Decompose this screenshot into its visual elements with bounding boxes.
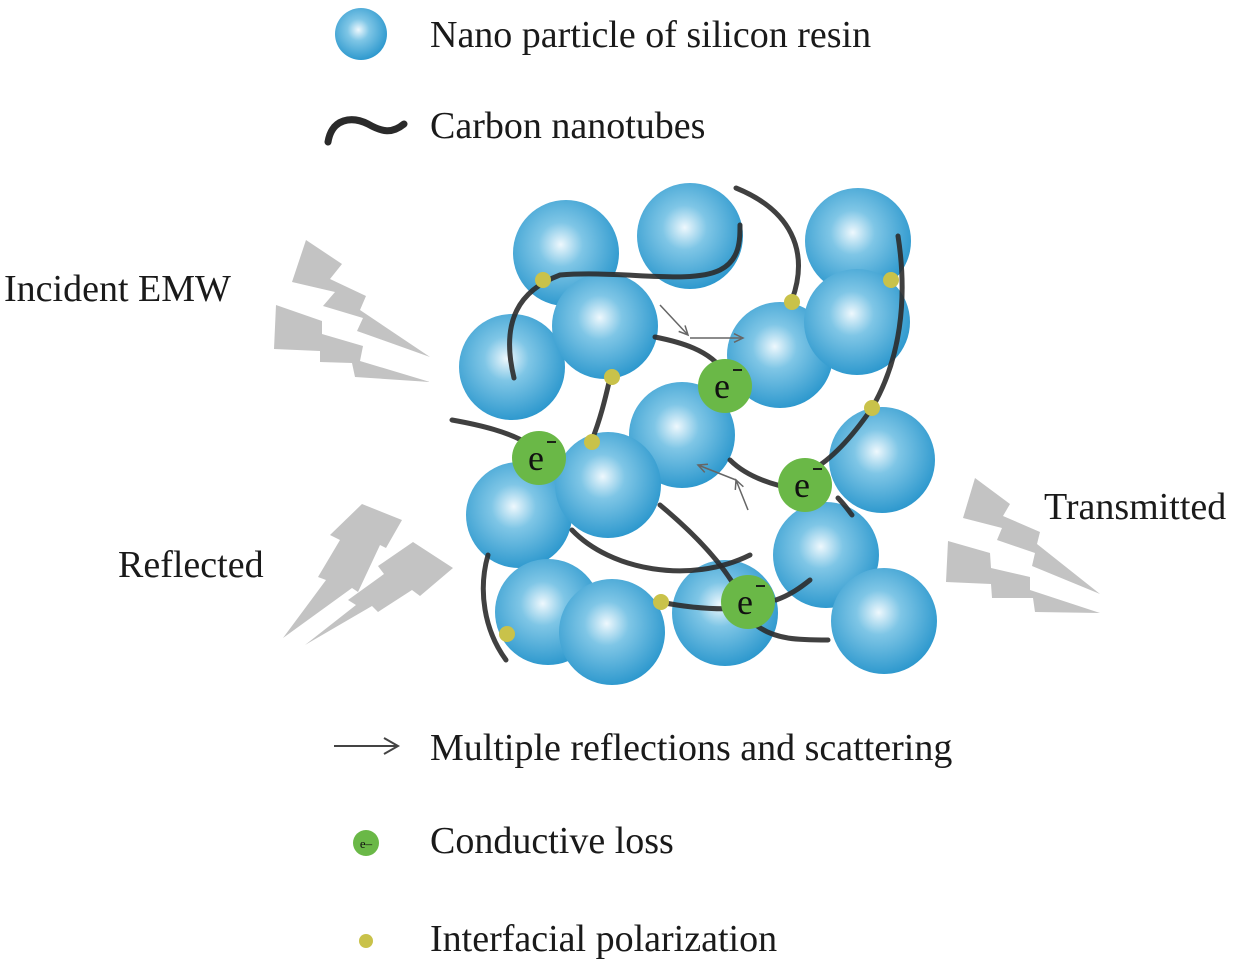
silicon-resin-particle [559, 579, 665, 685]
carbon-nanotube [569, 527, 753, 574]
interface-polarization-dot [864, 400, 880, 416]
incident-label: Incident EMW [4, 268, 231, 310]
electron-circle [512, 431, 566, 485]
interface-dots [499, 272, 899, 642]
electron-symbol: e [714, 366, 730, 406]
legend-particle-icon [335, 8, 387, 60]
reflected-wave-icon [283, 504, 453, 645]
reflected-label: Reflected [118, 544, 264, 586]
carbon-nanotube [835, 495, 855, 518]
scattering-arrows [659, 304, 749, 511]
electron-circle [778, 458, 832, 512]
svg-text:e–: e– [360, 836, 373, 851]
electron-circle [698, 359, 752, 413]
silicon-resin-particle [831, 568, 937, 674]
scattering-arrow [659, 304, 689, 336]
silicon-resin-particle [804, 269, 910, 375]
transmitted-label: Transmitted [1044, 486, 1227, 528]
conductive-electron: e [512, 431, 566, 485]
carbon-nanotube [657, 502, 740, 593]
electron-symbol: e [737, 582, 753, 622]
legend-electron-icon: e– [353, 830, 379, 856]
carbon-nanotube [773, 577, 813, 603]
scattering-arrowhead [696, 463, 709, 473]
silicon-resin-particle [829, 407, 935, 513]
electron-circle [721, 575, 775, 629]
legend-conductive-label: Conductive loss [430, 820, 674, 862]
scattering-arrow [735, 479, 749, 511]
electrons: e e e e [512, 359, 832, 629]
legend-particle-label: Nano particle of silicon resin [430, 14, 872, 56]
conductive-electron: e [698, 359, 752, 413]
silicon-resin-particle [466, 462, 572, 568]
silicon-resin-particle [555, 432, 661, 538]
scattering-arrowhead [733, 332, 745, 344]
conductive-electron: e [778, 458, 832, 512]
interface-polarization-dot [653, 594, 669, 610]
incident-wave-icon [274, 240, 430, 382]
legend-interfacial-label: Interfacial polarization [430, 918, 778, 960]
silicon-resin-particle [637, 183, 743, 289]
interface-polarization-dot [883, 272, 899, 288]
legend-scattering-label: Multiple reflections and scattering [430, 727, 953, 769]
scattering-arrow [697, 464, 737, 481]
carbon-nanotube [733, 185, 801, 303]
interface-polarization-dot [604, 369, 620, 385]
carbon-nanotube [480, 552, 509, 663]
carbon-nanotube [507, 222, 743, 381]
interface-polarization-dot [584, 434, 600, 450]
carbon-nanotube [753, 622, 831, 643]
electron-symbol: e [794, 465, 810, 505]
legend-nanotube-icon [324, 116, 408, 146]
interface-polarization-dot [784, 294, 800, 310]
legend-nanotube-label: Carbon nanotubes [430, 105, 706, 147]
interface-polarization-dot [535, 272, 551, 288]
legend-interface-dot-icon [359, 934, 373, 948]
carbon-nanotube [589, 375, 613, 443]
electron-symbol: e [528, 438, 544, 478]
carbon-nanotube [809, 233, 905, 473]
legend-scattering-arrow-icon [334, 737, 401, 755]
transmitted-wave-icon [946, 478, 1100, 613]
scattering-arrowhead [678, 325, 690, 337]
silicon-resin-particle [552, 273, 658, 379]
interface-polarization-dot [499, 626, 515, 642]
conductive-electron: e [721, 575, 775, 629]
silicon-resin-particle [805, 188, 911, 294]
